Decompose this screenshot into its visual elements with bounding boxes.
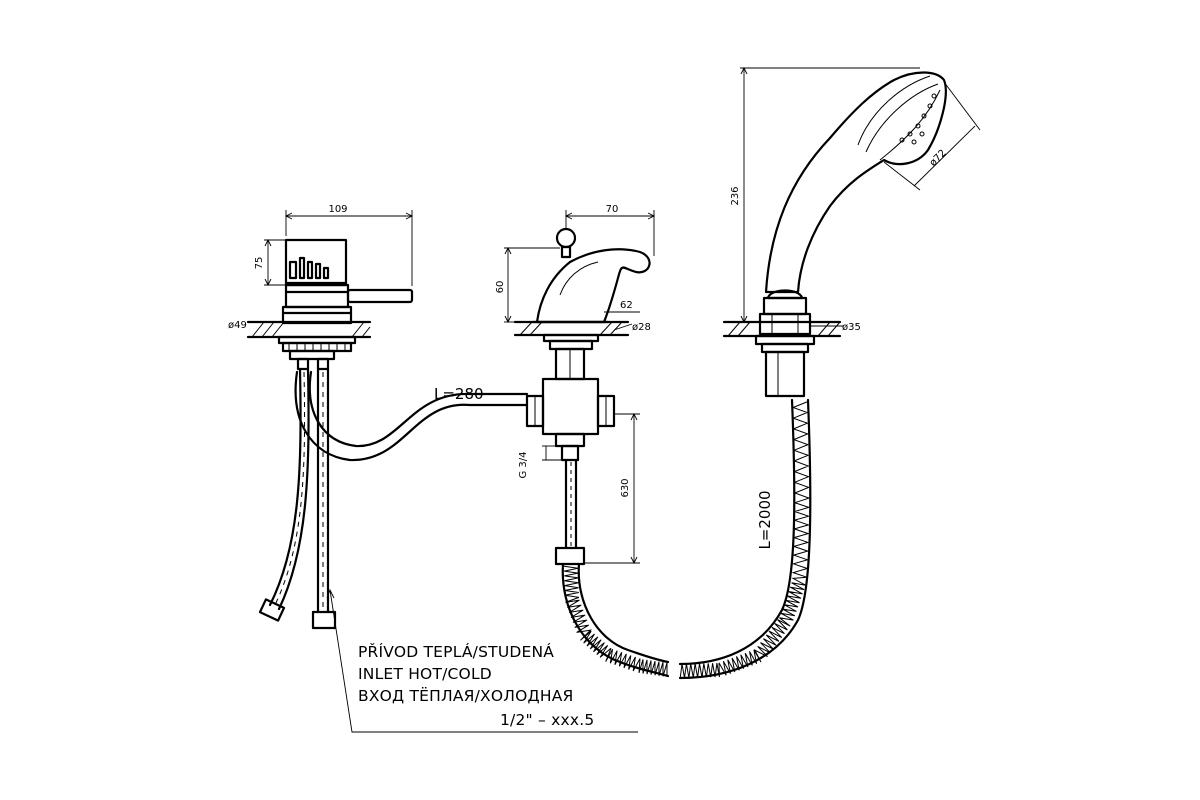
mixer-base-dia-label: ø49 bbox=[228, 320, 247, 331]
spout-height-label: 60 bbox=[495, 281, 506, 294]
drop-hose bbox=[554, 458, 586, 566]
inlet-label-line4: 1/2" – xxx.5 bbox=[500, 711, 594, 729]
mixer-dimensions bbox=[264, 210, 414, 287]
spout-base-dia-label: ø28 bbox=[632, 322, 651, 333]
inlet-label-line3: ВХОД ТЁПЛАЯ/ХОЛОДНАЯ bbox=[358, 686, 573, 705]
shower-head bbox=[764, 71, 947, 294]
hose-coil bbox=[679, 401, 811, 679]
inlet-leader bbox=[326, 588, 638, 733]
mixer-height-label: 75 bbox=[254, 257, 265, 270]
inlet-label-line1: PŘÍVOD TEPLÁ/STUDENÁ bbox=[358, 642, 554, 661]
shower-dimensions bbox=[724, 66, 981, 327]
connecting-pipe bbox=[294, 370, 529, 462]
cold-inlet-hose bbox=[311, 367, 337, 630]
shower-base-dia-label: ø35 bbox=[842, 322, 861, 333]
mixer-body bbox=[281, 238, 414, 325]
pipe-length-label: L=280 bbox=[434, 385, 484, 403]
shower-height-label: 236 bbox=[730, 186, 741, 205]
mixer-width-label: 109 bbox=[328, 204, 347, 215]
drop-length-label: 630 bbox=[620, 478, 631, 497]
inlet-label-line2: INLET HOT/COLD bbox=[358, 665, 492, 683]
shower-holder bbox=[722, 289, 842, 398]
hose-coil bbox=[563, 565, 668, 677]
spout-dimensions bbox=[504, 210, 656, 565]
diverter-tee bbox=[525, 377, 616, 462]
spout-width-label: 70 bbox=[606, 204, 619, 215]
hose-coils bbox=[563, 401, 811, 679]
hot-inlet-hose bbox=[258, 367, 310, 622]
spout-reach-label: 62 bbox=[620, 300, 633, 311]
shower-hose bbox=[561, 398, 812, 680]
shower-head-dia-label: ø72 bbox=[928, 148, 949, 169]
mixer-deck bbox=[246, 320, 372, 371]
spout-deck bbox=[513, 320, 630, 381]
thread-label: G 3/4 bbox=[518, 451, 529, 478]
hose-length-label: L=2000 bbox=[756, 490, 774, 549]
